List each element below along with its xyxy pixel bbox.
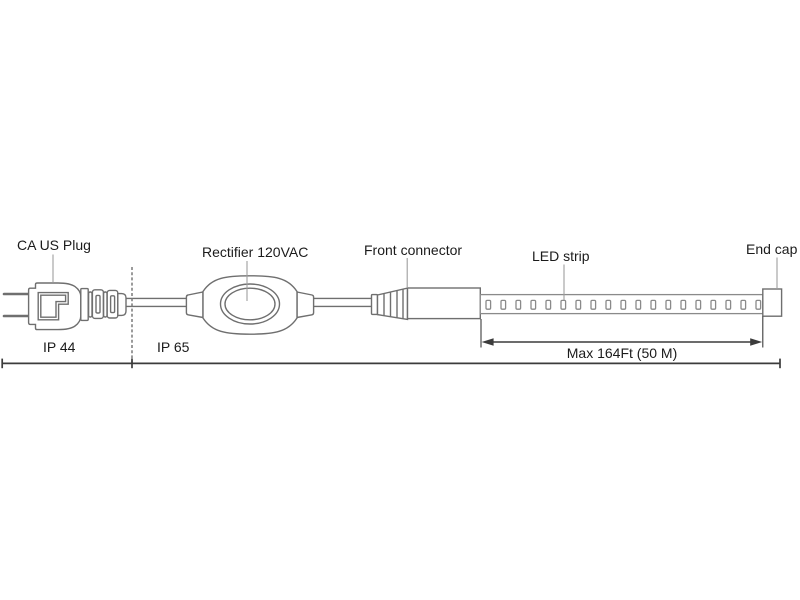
endcap-label: End cap (746, 241, 798, 257)
rectifier (185, 275, 315, 335)
led-chip (515, 299, 522, 310)
led-chip (545, 299, 552, 310)
plug-body (27, 282, 82, 331)
led-chip (635, 299, 642, 310)
connector-housing (406, 287, 482, 320)
led-chip (575, 299, 582, 310)
rectifier-left-cap (185, 291, 204, 319)
plug-face-recess-outer (37, 291, 69, 321)
strain-relief-rib (102, 291, 108, 318)
led-chip (485, 299, 492, 310)
length-dimension (480, 316, 764, 348)
strain-relief-slot (95, 294, 101, 314)
led-chip (590, 299, 597, 310)
led-chip (665, 299, 672, 310)
led-chip (680, 299, 687, 310)
led-chip (605, 299, 612, 310)
strain-relief-rib (87, 291, 93, 318)
end-cap-shape (762, 288, 783, 317)
connector-label: Front connector (364, 242, 463, 258)
plug-label: CA US Plug (17, 237, 91, 253)
power-cord (123, 297, 373, 308)
front-connector (370, 287, 482, 321)
right-arrowhead-icon (750, 338, 763, 346)
led-chip (560, 299, 567, 310)
ip-baseline (1, 358, 781, 369)
led-strip (479, 293, 764, 315)
led-chip (755, 299, 762, 310)
led-chip (620, 299, 627, 310)
led-chip (500, 299, 507, 310)
strain-relief-tip (117, 292, 127, 317)
rectifier-label: Rectifier 120VAC (202, 244, 309, 260)
led-chip (695, 299, 702, 310)
ip44-label: IP 44 (43, 339, 76, 355)
rectifier-body (202, 275, 298, 335)
led-lights (485, 299, 762, 310)
led-chip (710, 299, 717, 310)
led-chip (725, 299, 732, 310)
rectifier-oval-outer (219, 283, 281, 325)
strain-relief-segment (106, 289, 119, 319)
led-chip (650, 299, 657, 310)
strain-relief-segment (91, 289, 105, 320)
left-arrowhead-icon (481, 338, 494, 346)
max-length-label: Max 164Ft (50 M) (566, 345, 678, 361)
leader-lines (52, 254, 778, 301)
rectifier-right-cap (296, 291, 315, 319)
led-chip (740, 299, 747, 310)
power-plug (2, 282, 127, 331)
strip-label: LED strip (532, 248, 590, 264)
led-chip (530, 299, 537, 310)
strain-relief-slot (109, 295, 116, 314)
rectifier-oval-inner (224, 287, 276, 321)
plug-face-recess-inner (40, 294, 67, 318)
ip65-label: IP 65 (157, 339, 190, 355)
plug-collar (80, 287, 89, 322)
connector-collar (370, 293, 379, 316)
